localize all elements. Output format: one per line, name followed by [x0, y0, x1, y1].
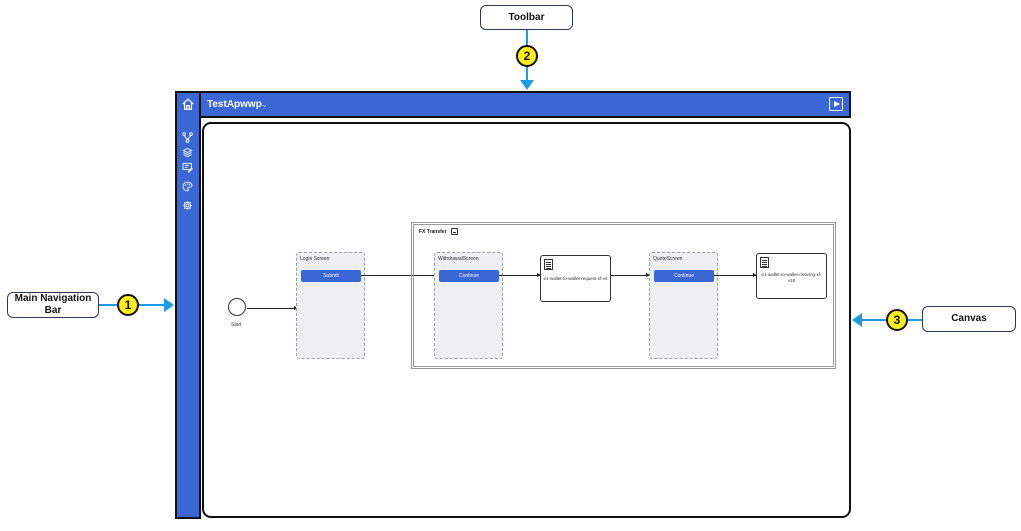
navigation-callout-connector-2 — [139, 304, 165, 306]
wallet-request-api-label: e1-wallet-to-wallet-request-xf-v4 — [543, 276, 608, 281]
toolbar-callout-label: Toolbar — [480, 5, 573, 30]
login-screen-node[interactable]: Login Screen Submit — [296, 252, 365, 359]
edge-start-to-login — [247, 306, 298, 310]
submit-button[interactable]: Submit — [301, 270, 361, 282]
home-icon[interactable] — [181, 97, 195, 111]
navigation-callout-marker: 1 — [117, 294, 139, 316]
navigation-callout-arrowhead — [164, 298, 174, 312]
wallet-clearing-api-node[interactable]: e1-wallet-to-wallet-clearing-xf-v18 — [756, 253, 827, 299]
navigation-callout-label: Main Navigation Bar — [7, 292, 99, 318]
withdrawal-screen-node[interactable]: WithdrawalScreen Continue — [434, 252, 503, 359]
main-navigation-bar — [175, 91, 201, 519]
fx-transfer-group-title: FX Transfer — [419, 229, 447, 235]
project-name[interactable]: TestApwwp — [207, 99, 262, 110]
withdrawal-screen-title: WithdrawalScreen — [438, 256, 479, 262]
start-node[interactable] — [228, 298, 246, 316]
navigation-callout-connector — [99, 304, 117, 306]
toolbar: TestApwwp ⌄ — [201, 91, 851, 118]
screen-edit-icon[interactable] — [182, 162, 193, 173]
toolbar-callout-connector-2 — [526, 67, 528, 81]
toolbar-callout-marker: 2 — [516, 45, 538, 67]
toolbar-callout-arrowhead — [520, 80, 534, 90]
toolbar-callout-connector — [526, 30, 528, 46]
login-screen-title: Login Screen — [300, 256, 330, 262]
document-icon — [760, 257, 769, 268]
start-label: Start — [231, 322, 242, 328]
quote-continue-button[interactable]: Continue — [654, 270, 714, 282]
fx-transfer-group[interactable]: FX Transfer — [411, 222, 836, 369]
canvas[interactable]: Start Login Screen Submit FX Transfer Wi… — [202, 122, 851, 518]
document-icon — [544, 259, 553, 270]
settings-icon[interactable] — [182, 200, 193, 211]
withdrawal-continue-button[interactable]: Continue — [439, 270, 499, 282]
flow-icon[interactable] — [182, 132, 193, 143]
layers-icon[interactable] — [182, 147, 193, 158]
wallet-clearing-api-label: e1-wallet-to-wallet-clearing-xf-v18 — [761, 272, 822, 283]
edge-request-to-quote — [611, 273, 650, 277]
canvas-callout-label: Canvas — [922, 306, 1016, 332]
quote-screen-title: QuoteScreen — [653, 256, 683, 262]
canvas-callout-marker: 3 — [886, 309, 908, 331]
edge-quote-to-clearing — [714, 273, 757, 277]
palette-icon[interactable] — [182, 181, 193, 192]
canvas-callout-arrowhead — [852, 313, 862, 327]
edge-withdrawal-to-request — [499, 273, 541, 277]
play-icon[interactable] — [829, 97, 843, 111]
collapse-icon[interactable] — [451, 228, 458, 235]
chevron-down-icon[interactable]: ⌄ — [261, 100, 268, 109]
quote-screen-node[interactable]: QuoteScreen Continue — [649, 252, 718, 359]
canvas-callout-connector-2 — [862, 319, 886, 321]
wallet-request-api-node[interactable]: e1-wallet-to-wallet-request-xf-v4 — [540, 255, 611, 302]
canvas-callout-connector — [908, 319, 922, 321]
